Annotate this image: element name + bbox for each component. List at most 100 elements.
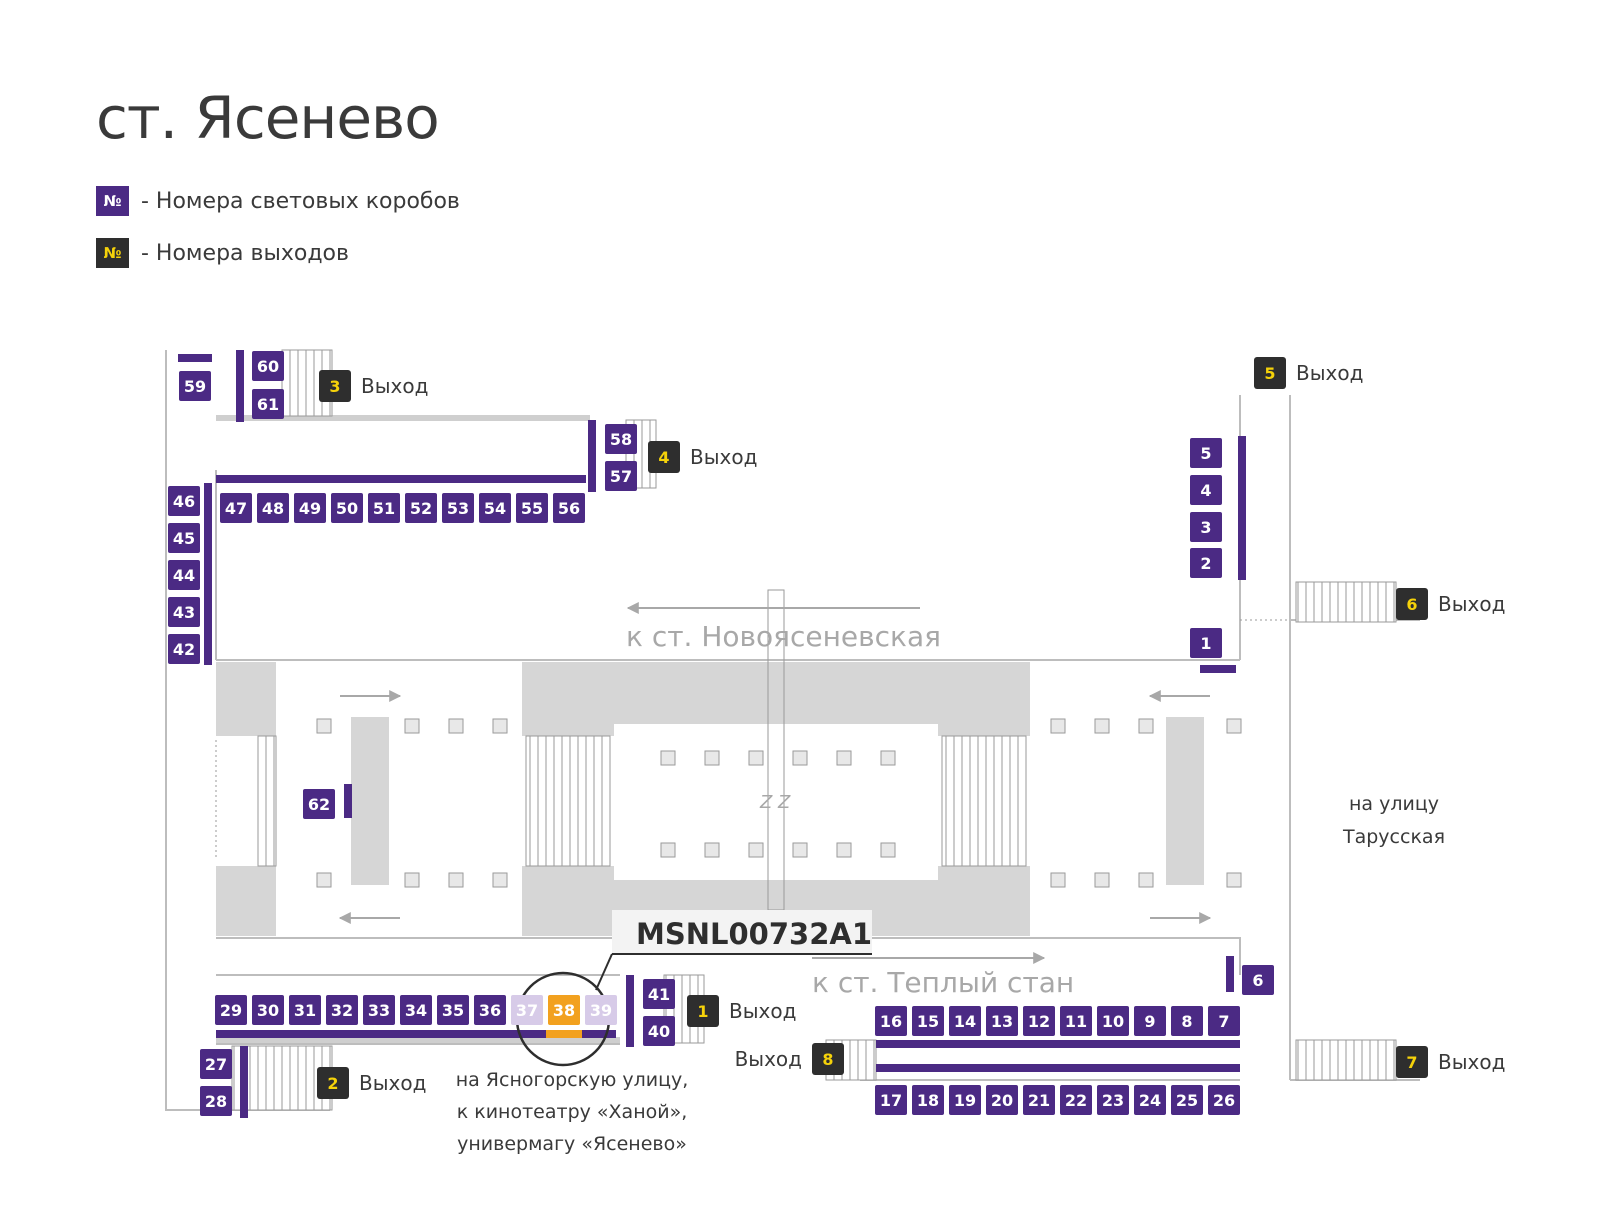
light-box-rect [1190, 548, 1222, 578]
light-box-rect [1190, 438, 1222, 468]
exit-label: Выход [1296, 361, 1363, 385]
light-box-number: 10 [1102, 1012, 1124, 1031]
light-box-rect [179, 371, 211, 401]
legend-boxes-label: - Номера световых коробов [141, 188, 460, 214]
light-box-number: 45 [173, 529, 195, 548]
light-box-number: 54 [484, 499, 506, 518]
light-box-39: 39 [585, 995, 617, 1025]
exit-number: 8 [822, 1050, 833, 1069]
light-box-number: 39 [590, 1001, 612, 1020]
light-box-rect [437, 995, 469, 1025]
highlight-strip [546, 1030, 582, 1038]
light-box-number: 13 [991, 1012, 1013, 1031]
light-box-9: 9 [1134, 1006, 1166, 1036]
light-box-52: 52 [405, 493, 437, 523]
light-box-43: 43 [168, 597, 200, 627]
light-box-5: 5 [1190, 438, 1222, 468]
light-box-rect [1190, 512, 1222, 542]
platform-blocks [216, 662, 1204, 936]
light-box-rect [1134, 1006, 1166, 1036]
light-box-number: 46 [173, 492, 195, 511]
exit-badge [319, 370, 351, 402]
zz-mark: Z Z [759, 792, 791, 813]
light-box-rect [875, 1006, 907, 1036]
light-box-45: 45 [168, 523, 200, 553]
light-box-26: 26 [1208, 1085, 1240, 1115]
light-box-number: 60 [257, 357, 279, 376]
light-box-number: 3 [1200, 518, 1211, 537]
light-box-number: 48 [262, 499, 284, 518]
light-box-40: 40 [643, 1016, 675, 1046]
light-box-51: 51 [368, 493, 400, 523]
light-box-rect [585, 995, 617, 1025]
light-box-number: 62 [308, 795, 330, 814]
light-box-number: 38 [553, 1001, 575, 1020]
light-box-rect [912, 1006, 944, 1036]
light-box-2: 2 [1190, 548, 1222, 578]
light-box-rect [1023, 1006, 1055, 1036]
light-box-rect [643, 979, 675, 1009]
light-box-rect [986, 1085, 1018, 1115]
exit-3: 3 Выход [319, 370, 428, 402]
light-box-number: 8 [1181, 1012, 1192, 1031]
street-right-line-2: Тарусская [1342, 826, 1445, 848]
light-box-number: 32 [331, 1001, 353, 1020]
exit-number: 7 [1406, 1053, 1417, 1072]
light-box-number: 23 [1102, 1091, 1124, 1110]
light-box-rect [511, 995, 543, 1025]
street-bottom-line-3: универмагу «Ясенево» [457, 1133, 687, 1155]
light-box-number: 36 [479, 1001, 501, 1020]
box-strips [178, 350, 1246, 1118]
light-box-rect [605, 461, 637, 491]
light-box-rect [516, 493, 548, 523]
light-box-rect [363, 995, 395, 1025]
light-box-rect [986, 1006, 1018, 1036]
light-box-rect [1060, 1006, 1092, 1036]
light-box-number: 50 [336, 499, 358, 518]
light-box-number: 52 [410, 499, 432, 518]
light-box-23: 23 [1097, 1085, 1129, 1115]
exit-number: 3 [329, 377, 340, 396]
light-box-19: 19 [949, 1085, 981, 1115]
light-box-number: 44 [173, 566, 195, 585]
light-box-number: 5 [1200, 444, 1211, 463]
light-box-31: 31 [289, 995, 321, 1025]
light-box-number: 24 [1139, 1091, 1161, 1110]
exit-badge [1254, 357, 1286, 389]
light-box-rect [1097, 1085, 1129, 1115]
light-box-rect [294, 493, 326, 523]
exit-label: Выход [1438, 592, 1505, 616]
light-box-number: 37 [516, 1001, 538, 1020]
light-box-rect [1023, 1085, 1055, 1115]
light-box-number: 27 [205, 1055, 227, 1074]
light-box-46: 46 [168, 486, 200, 516]
light-box-38: 38 [548, 995, 580, 1025]
light-box-33: 33 [363, 995, 395, 1025]
exit-badge [317, 1067, 349, 1099]
light-box-53: 53 [442, 493, 474, 523]
light-box-number: 1 [1200, 634, 1211, 653]
light-box-10: 10 [1097, 1006, 1129, 1036]
light-box-number: 49 [299, 499, 321, 518]
light-box-number: 26 [1213, 1091, 1235, 1110]
light-box-rect [442, 493, 474, 523]
direction-south-label: к ст. Теплый стан [812, 966, 1074, 999]
light-box-number: 12 [1028, 1012, 1050, 1031]
exit-label: Выход [1438, 1050, 1505, 1074]
light-box-18: 18 [912, 1085, 944, 1115]
light-box-42: 42 [168, 634, 200, 664]
light-box-number: 7 [1218, 1012, 1229, 1031]
exit-badge [812, 1043, 844, 1075]
callout-box [612, 910, 872, 954]
light-box-number: 34 [405, 1001, 427, 1020]
light-box-rect [949, 1006, 981, 1036]
light-box-rect [220, 493, 252, 523]
light-box-rect [1208, 1006, 1240, 1036]
light-box-16: 16 [875, 1006, 907, 1036]
light-box-35: 35 [437, 995, 469, 1025]
exit-label: Выход [361, 374, 428, 398]
